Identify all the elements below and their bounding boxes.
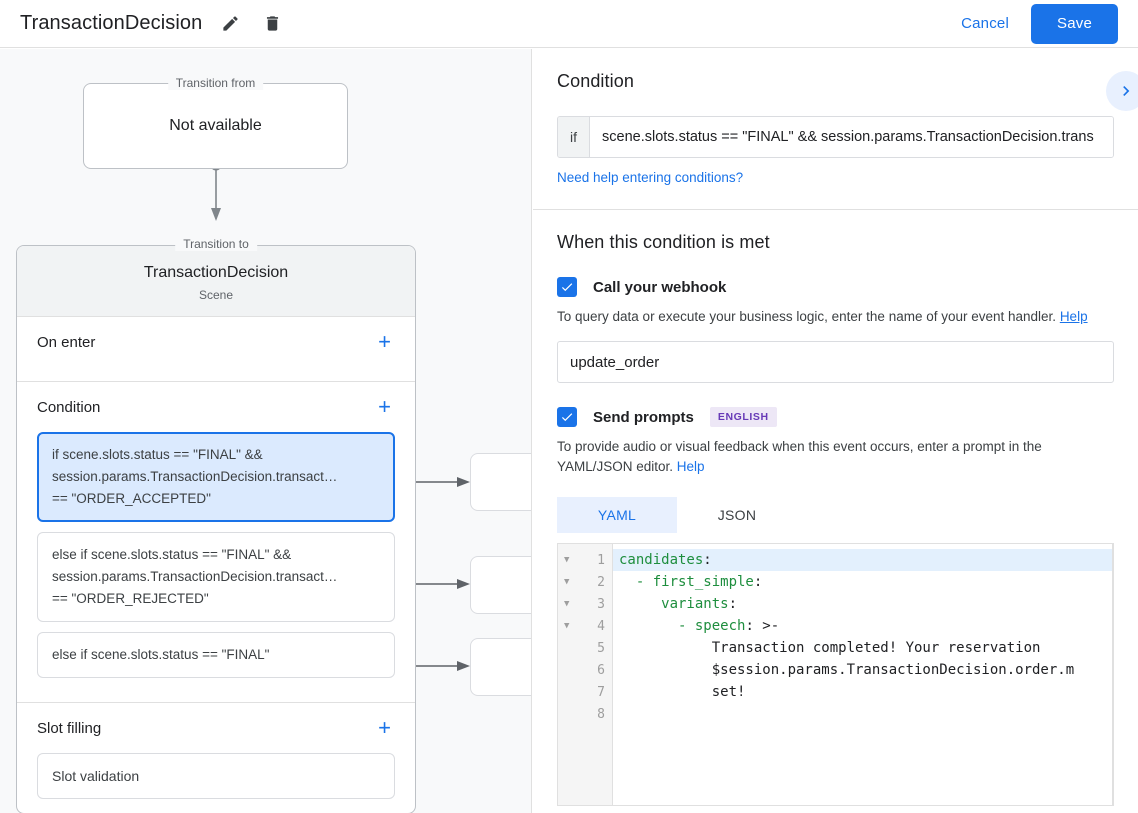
editor-line-number: ▼3: [564, 596, 605, 612]
section-title-condition: Condition: [37, 398, 101, 416]
fold-arrow-icon[interactable]: ▼: [564, 554, 570, 565]
scene-node-header: TransactionDecision Scene: [17, 246, 415, 316]
editor-code-line: [613, 703, 1113, 725]
tab-yaml[interactable]: YAML: [557, 497, 677, 533]
section-slot-filling: Slot filling + Slot validation: [17, 702, 415, 813]
section-title-on-enter: On enter: [37, 333, 96, 351]
editor-line-number: 5: [597, 640, 605, 656]
editor-code-line: variants:: [619, 596, 738, 612]
scene-graph-pane[interactable]: Transition from Not available Transition…: [0, 49, 532, 813]
chevron-right-icon: [1123, 86, 1130, 96]
section-on-enter: On enter +: [17, 316, 415, 381]
webhook-helper-prefix: To query data or execute your business l…: [557, 309, 1060, 324]
editor-line-number: 6: [597, 662, 605, 678]
expand-panel-button[interactable]: [1106, 71, 1138, 111]
section-divider: [533, 209, 1138, 210]
scene-node-title: TransactionDecision: [143, 264, 289, 281]
condition-heading: Condition: [557, 71, 634, 91]
condition-help-link[interactable]: Need help entering conditions?: [557, 170, 744, 185]
webhook-checkbox-row[interactable]: Call your webhook: [557, 277, 1114, 297]
top-app-bar: TransactionDecision Cancel Save: [0, 0, 1138, 48]
send-prompts-checkbox-row[interactable]: Send prompts ENGLISH: [557, 407, 1114, 427]
editor-format-tabs: YAML JSON: [557, 497, 1114, 533]
condition-chip-line: else if scene.slots.status == "FINAL" &&: [52, 547, 292, 562]
fold-arrow-icon[interactable]: ▼: [564, 620, 570, 631]
transition-from-card: Transition from Not available: [83, 76, 348, 169]
section-title-slot-filling: Slot filling: [37, 719, 102, 737]
scene-node-subtitle: Scene: [198, 288, 234, 302]
yaml-code-editor[interactable]: ▼1 ▼2 ▼3 ▼4 5 6 7 8 candidates: - first_simple:…: [557, 543, 1114, 806]
when-condition-met-heading: When this condition is met: [557, 232, 770, 252]
page-title: TransactionDecision: [20, 12, 203, 34]
send-prompts-help-link[interactable]: Help: [676, 459, 705, 474]
condition-chip-3[interactable]: else if scene.slots.status == "FINAL": [37, 632, 395, 678]
send-prompts-checkbox-label: Send prompts: [593, 408, 694, 426]
cancel-button[interactable]: Cancel: [947, 7, 1023, 40]
scene-node-card[interactable]: Transition to TransactionDecision Scene …: [16, 237, 416, 813]
editor-code-line: $session.params.TransactionDecision.orde…: [619, 662, 1075, 678]
fold-arrow-icon[interactable]: ▼: [564, 598, 570, 609]
section-condition: Condition + if scene.slots.status == "FI…: [17, 381, 415, 702]
send-prompts-helper-prefix: To provide audio or visual feedback when…: [557, 439, 1042, 474]
editor-vertical-scrollbar[interactable]: [1112, 544, 1113, 805]
condition-chip-line: if scene.slots.status == "FINAL" &&: [52, 447, 263, 462]
editor-code-line: set!: [619, 684, 746, 700]
condition-chip-line: session.params.TransactionDecision.trans…: [52, 569, 338, 584]
send-prompts-checkbox[interactable]: [557, 407, 577, 427]
condition-section: Condition if Need help entering conditio…: [533, 49, 1138, 209]
transition-to-legend: Transition to: [175, 237, 257, 251]
editor-line-number: 8: [597, 706, 605, 722]
condition-chip-2[interactable]: else if scene.slots.status == "FINAL" &&…: [37, 532, 395, 622]
trash-icon: [266, 16, 278, 31]
condition-chip-line: else if scene.slots.status == "FINAL": [52, 647, 270, 662]
editor-code-line: - speech: >-: [619, 618, 780, 634]
webhook-help-link[interactable]: Help: [1059, 309, 1088, 324]
add-slot-filling-button[interactable]: +: [374, 715, 395, 741]
checkmark-icon: [561, 413, 573, 422]
language-badge: ENGLISH: [709, 407, 777, 427]
fold-arrow-icon[interactable]: ▼: [564, 576, 570, 587]
save-button[interactable]: Save: [1031, 3, 1118, 44]
condition-detail-pane: Condition if Need help entering conditio…: [533, 49, 1138, 813]
condition-input-row[interactable]: if: [557, 116, 1114, 158]
transition-from-value: Not available: [169, 117, 262, 134]
editor-line-number: 7: [597, 684, 605, 700]
add-on-enter-button[interactable]: +: [374, 329, 395, 355]
condition-chip-line: == "ORDER_REJECTED": [52, 591, 209, 606]
add-condition-button[interactable]: +: [374, 394, 395, 420]
condition-chip-line: session.params.TransactionDecision.trans…: [52, 469, 338, 484]
editor-gutter: ▼1 ▼2 ▼3 ▼4 5 6 7 8: [558, 544, 613, 805]
editor-line-number: ▼1: [564, 552, 605, 568]
condition-chip-1[interactable]: if scene.slots.status == "FINAL" && sess…: [37, 432, 395, 522]
if-prefix-label: if: [558, 117, 590, 157]
editor-code-line: Transaction completed! Your reservation: [619, 640, 1041, 656]
webhook-helper-text: To query data or execute your business l…: [557, 307, 1114, 327]
transition-from-legend: Transition from: [167, 76, 264, 90]
editor-code-line: candidates:: [613, 549, 1113, 571]
webhook-checkbox-label: Call your webhook: [593, 278, 727, 296]
pencil-icon: [223, 16, 238, 31]
tab-json[interactable]: JSON: [717, 507, 757, 523]
editor-line-number: ▼2: [564, 574, 605, 590]
delete-trash-icon[interactable]: [258, 10, 286, 38]
transition-target-box[interactable]: [470, 453, 531, 511]
editor-code-line: - first_simple:: [619, 574, 763, 590]
checkmark-icon: [561, 283, 573, 292]
send-prompts-helper-text: To provide audio or visual feedback when…: [557, 437, 1114, 477]
when-condition-met-section: When this condition is met Call your web…: [533, 210, 1138, 806]
editor-line-number: ▼4: [564, 618, 605, 634]
transition-target-box[interactable]: [470, 556, 531, 614]
slot-validation-chip[interactable]: Slot validation: [37, 753, 395, 799]
edit-pencil-icon[interactable]: [216, 10, 244, 38]
webhook-checkbox[interactable]: [557, 277, 577, 297]
transition-target-box[interactable]: [470, 638, 531, 696]
editor-code-area[interactable]: candidates: - first_simple: variants: - …: [613, 544, 1113, 805]
condition-input[interactable]: [590, 117, 1113, 157]
webhook-handler-input[interactable]: [557, 341, 1114, 383]
condition-chip-line: == "ORDER_ACCEPTED": [52, 491, 211, 506]
